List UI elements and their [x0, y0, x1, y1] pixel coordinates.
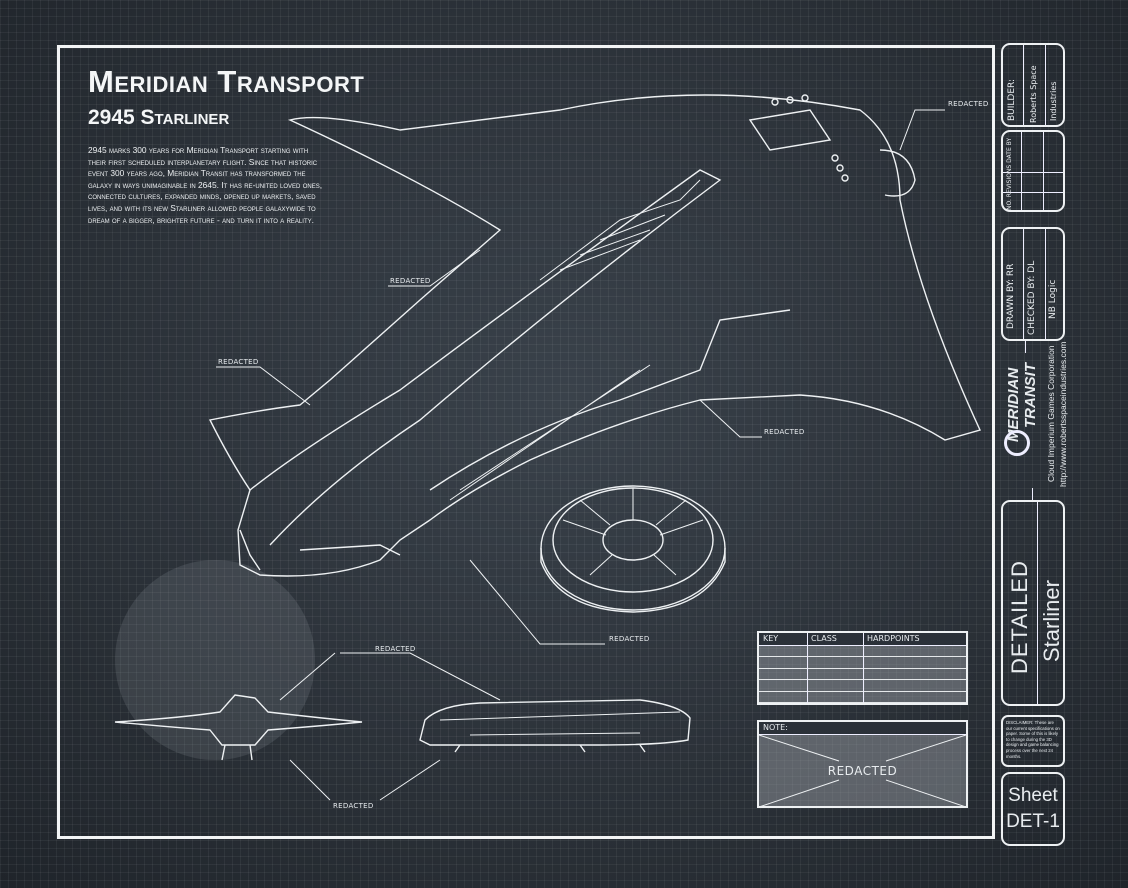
- rev-revisions: REVISIONS: [1006, 164, 1013, 198]
- watermark-logo: [115, 560, 315, 760]
- callout-label: REDACTED: [764, 428, 805, 436]
- page-subtitle: 2945 Starliner: [88, 106, 230, 129]
- callout-label: REDACTED: [218, 358, 259, 366]
- note-box: NOTE: REDACTED: [757, 720, 968, 808]
- company-name: Cloud Imperium Games Corporation: [1046, 345, 1056, 482]
- studio-name: NB Logic: [1048, 279, 1058, 319]
- drawing-frame: [57, 45, 995, 839]
- note-cross-lines: [759, 735, 966, 807]
- table-header-key: KEY: [763, 634, 779, 643]
- meridian-transit-logo: MERIDIAN TRANSIT: [1003, 350, 1043, 462]
- detail-type: DETAILED: [1007, 560, 1032, 674]
- sheet-label: Sheet: [1008, 785, 1058, 806]
- sheet-box: Sheet DET-1: [1001, 772, 1065, 846]
- note-label: NOTE:: [759, 722, 966, 735]
- table-header-hardpoints: HARDPOINTS: [867, 634, 920, 643]
- callout-leaders: [216, 109, 945, 801]
- sheet-number: DET-1: [1006, 811, 1060, 832]
- rev-no: NO.: [1006, 199, 1013, 210]
- disclaimer-text: DISCLAIMER: These are our current specif…: [1006, 720, 1060, 759]
- builder-box: BUILDER: Roberts Space Industries: [1001, 43, 1065, 127]
- disclaimer-box: DISCLAIMER: These are our current specif…: [1001, 715, 1065, 767]
- builder-label: BUILDER:: [1007, 78, 1017, 121]
- detail-title-box: DETAILED Starliner: [1001, 500, 1065, 706]
- revisions-header: NO. REVISIONS DATE BY: [1006, 138, 1013, 210]
- rev-by: BY: [1006, 137, 1013, 146]
- logo-emblem-icon: [1004, 430, 1030, 456]
- drawn-by: DRAWN BY: RR: [1006, 263, 1016, 329]
- builder-line1: Roberts Space: [1029, 65, 1038, 123]
- table-header-class: CLASS: [811, 634, 837, 643]
- front-view-ship: [114, 694, 363, 761]
- page-title: Meridian Transport: [88, 64, 365, 99]
- callout-label: REDACTED: [948, 100, 989, 108]
- logo-text-2: TRANSIT: [1022, 363, 1039, 428]
- rev-date: DATE: [1006, 147, 1013, 163]
- table-row: [759, 657, 966, 669]
- revisions-box: NO. REVISIONS DATE BY: [1001, 130, 1065, 212]
- description-text: 2945 marks 300 years for Meridian Transp…: [88, 145, 323, 225]
- builder-line2: Industries: [1049, 81, 1058, 121]
- table-row: [759, 680, 966, 692]
- callout-label: REDACTED: [375, 645, 416, 653]
- hardpoints-table: KEY CLASS HARDPOINTS: [757, 631, 968, 705]
- engine-detail-view: [540, 485, 726, 613]
- table-row: [759, 646, 966, 658]
- note-text: REDACTED: [827, 764, 898, 778]
- checked-by: CHECKED BY: DL: [1027, 260, 1037, 335]
- drawn-by-box: DRAWN BY: RR CHECKED BY: DL NB Logic: [1001, 227, 1065, 341]
- table-row: [759, 692, 966, 703]
- company-url[interactable]: http://www.robertsspaceindustries.com: [1058, 341, 1068, 487]
- side-view-ship: [419, 699, 691, 753]
- callout-label: REDACTED: [333, 802, 374, 810]
- main-ship-view: [208, 94, 981, 577]
- ship-name: Starliner: [1039, 580, 1064, 662]
- callout-label: REDACTED: [609, 635, 650, 643]
- callout-label: REDACTED: [390, 277, 431, 285]
- table-row: [759, 669, 966, 681]
